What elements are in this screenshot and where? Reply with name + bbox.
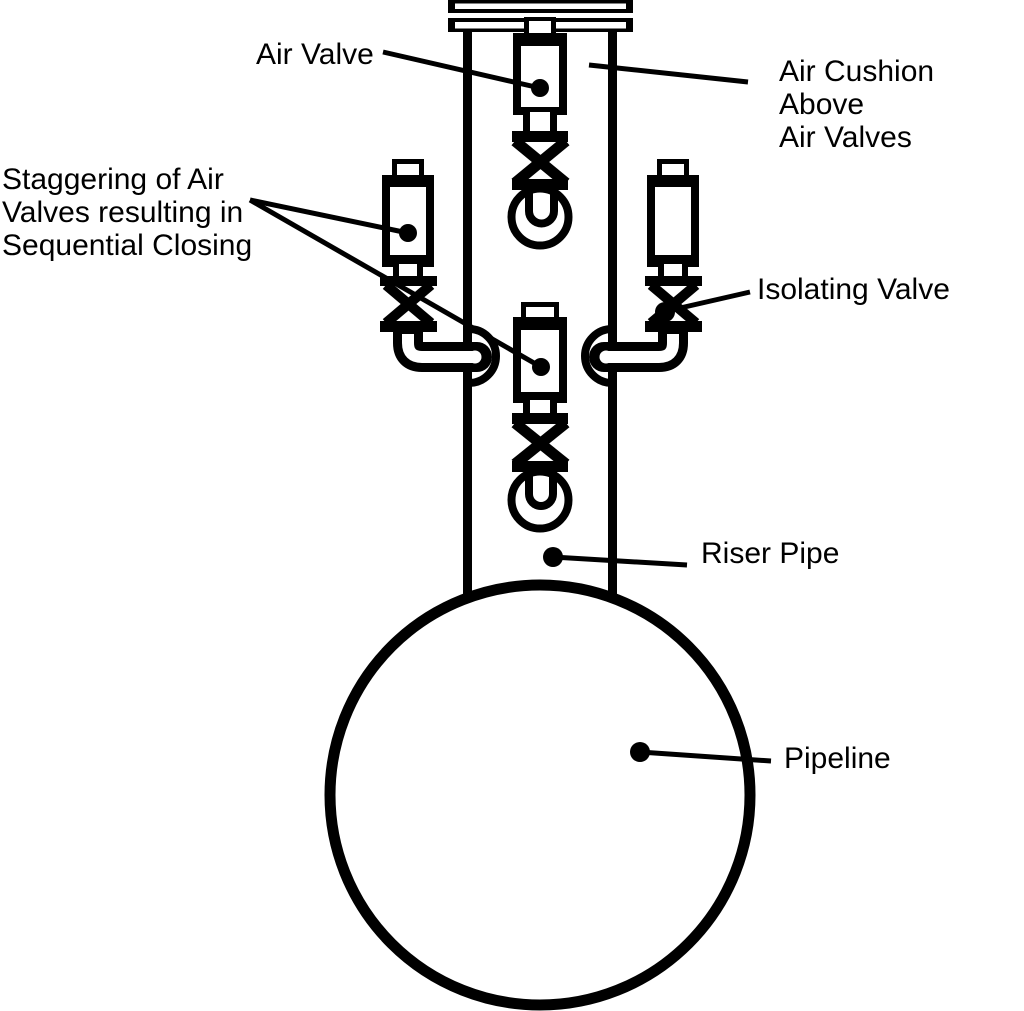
outlet-u-bend: [525, 189, 558, 228]
riser-socket-arc: [581, 325, 613, 387]
leader-isolating-valve: [666, 289, 751, 314]
label-staggering: Staggering of Air Valves resulting in Se…: [2, 163, 253, 262]
label-riser-pipe: Riser Pipe: [701, 537, 840, 570]
leader-riser-pipe: [552, 554, 688, 568]
dot-left-valve: [399, 224, 417, 242]
flange-bar: [380, 276, 437, 286]
dot-riser-pipe: [543, 547, 563, 567]
flange-bar: [645, 321, 702, 332]
right-air-valve: [581, 159, 702, 387]
left-air-valve: [380, 159, 500, 387]
dot-middle-valve: [532, 358, 550, 376]
dot-pipeline: [630, 742, 650, 762]
outlet-ring: [507, 184, 573, 250]
leader-air-valve: [382, 49, 541, 91]
flange-bar: [512, 461, 568, 472]
outlet-ring: [507, 467, 573, 533]
label-air-cushion: Air Cushion Above Air Valves: [779, 55, 935, 154]
dot-air-valve: [531, 79, 549, 97]
flange-bar: [380, 321, 437, 332]
outlet-u-bend: [525, 472, 557, 510]
flange-bar: [645, 276, 702, 286]
leader-staggering-1: [249, 197, 409, 236]
callout-leaders: [248, 49, 772, 764]
middle-air-valve: [507, 302, 573, 533]
dot-isolating-valve: [655, 302, 675, 322]
riser-pipe: [463, 30, 617, 608]
label-pipeline: Pipeline: [784, 742, 891, 775]
flange-bar: [512, 131, 568, 142]
leader-air-cushion: [588, 62, 749, 85]
label-isolating-valve: Isolating Valve: [757, 273, 950, 306]
leader-pipeline: [639, 749, 772, 764]
leader-staggering-2: [248, 197, 543, 370]
top-air-valve: [507, 33, 573, 250]
pipeline-circle: [324, 579, 756, 1011]
top-flange-plates: [448, 0, 633, 34]
label-air-valve: Air Valve: [256, 38, 374, 71]
flange-bar: [512, 413, 568, 424]
